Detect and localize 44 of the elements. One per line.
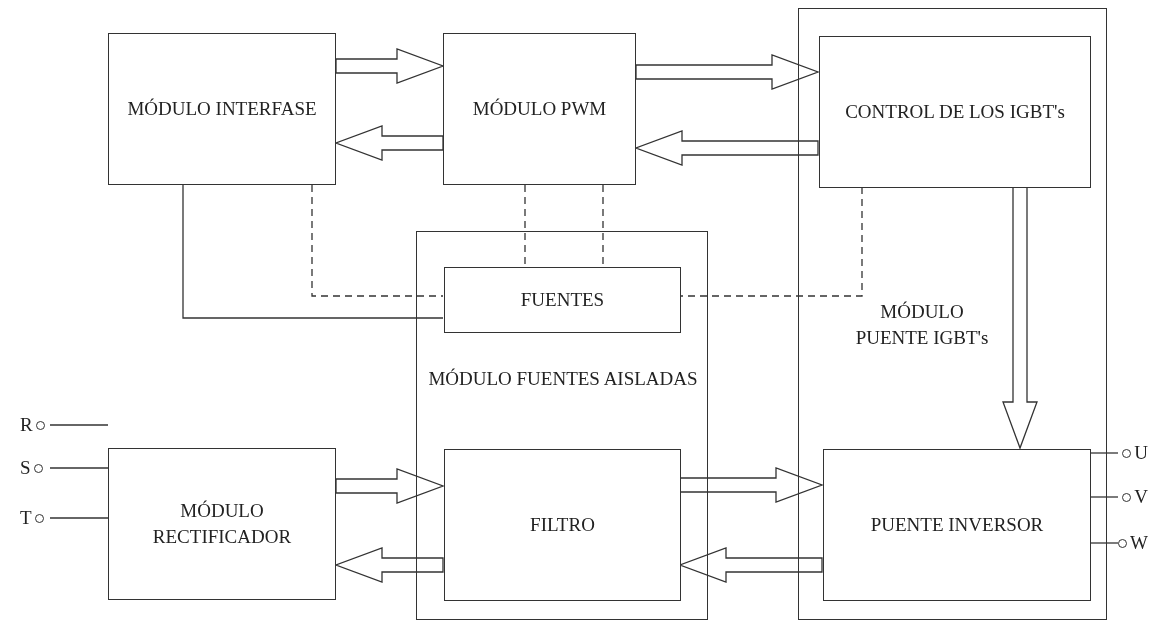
dashed-connector xyxy=(524,184,526,267)
terminal-label: R xyxy=(20,414,33,436)
connector-line xyxy=(1089,542,1119,544)
hollow-arrow xyxy=(335,48,445,84)
terminal-label: V xyxy=(1134,486,1148,508)
block-box xyxy=(823,449,1091,601)
module-title: MÓDULO FUENTES AISLADAS xyxy=(427,367,699,391)
module-frame xyxy=(416,231,708,620)
hollow-arrow xyxy=(634,130,819,166)
block-label: CONTROL DE LOS IGBT's xyxy=(844,100,1066,125)
block-label: MÓDULO RECTIFICADOR xyxy=(151,499,293,549)
terminal-label: T xyxy=(20,507,32,529)
terminal-label: U xyxy=(1134,442,1148,464)
block-box xyxy=(819,36,1091,188)
block-label: MÓDULO INTERFASE xyxy=(126,97,318,122)
connector-line xyxy=(49,424,109,426)
terminal-label: S xyxy=(20,457,31,479)
block-label: PUENTE INVERSOR xyxy=(869,513,1045,538)
connector-line xyxy=(49,467,109,469)
connector-line xyxy=(182,184,444,319)
dashed-connector xyxy=(311,184,444,297)
hollow-arrow xyxy=(334,547,444,583)
block-box xyxy=(108,33,336,185)
block-label: FILTRO xyxy=(529,513,596,538)
module-frame xyxy=(798,8,1107,620)
connector-line xyxy=(1089,496,1119,498)
hollow-arrow xyxy=(678,547,823,583)
terminal-label: W xyxy=(1130,532,1148,554)
block-box xyxy=(444,267,681,333)
hollow-arrow xyxy=(679,467,824,503)
block-label: FUENTES xyxy=(519,288,606,313)
connector-line xyxy=(49,517,109,519)
module-title: MÓDULO PUENTE IGBT's xyxy=(854,300,990,350)
dashed-connector xyxy=(679,186,863,297)
hollow-arrow xyxy=(335,468,445,504)
block-box xyxy=(443,33,636,185)
hollow-arrow xyxy=(635,54,820,90)
block-box xyxy=(108,448,336,600)
block-box xyxy=(444,449,681,601)
dashed-connector xyxy=(602,184,604,267)
hollow-arrow xyxy=(334,125,444,161)
block-label: MÓDULO PWM xyxy=(471,97,608,122)
connector-line xyxy=(1089,452,1119,454)
hollow-arrow xyxy=(1002,186,1038,450)
